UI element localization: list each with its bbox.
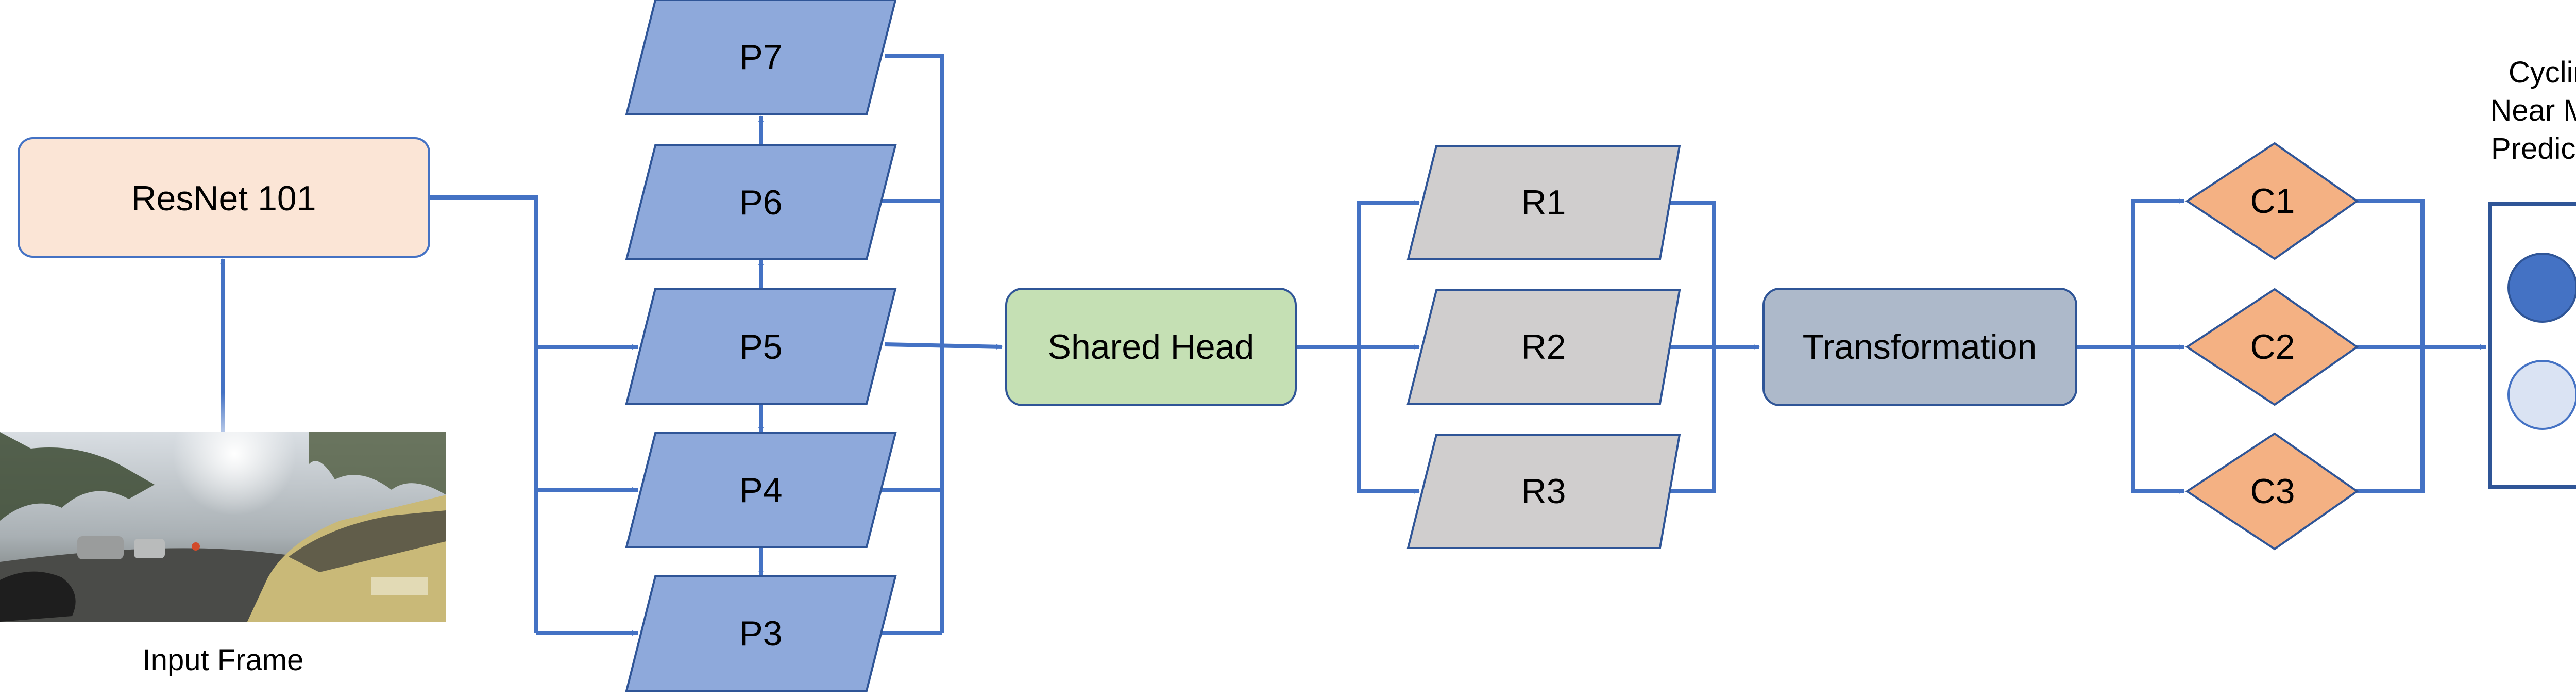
r1-label: R1 bbox=[1521, 183, 1566, 222]
feature-pyramid bbox=[625, 0, 897, 692]
region-r2 bbox=[1406, 289, 1681, 405]
p4-label: P4 bbox=[739, 471, 782, 510]
pyramid-level-p6 bbox=[625, 144, 897, 260]
output-empty-circle bbox=[2507, 360, 2576, 430]
classifier-c2 bbox=[2185, 288, 2359, 406]
connectors bbox=[220, 54, 2486, 636]
c2-label: C2 bbox=[2250, 327, 2295, 367]
transformation-block: Transformation bbox=[1762, 288, 2077, 406]
c3-label: C3 bbox=[2250, 472, 2295, 511]
c1-label: C1 bbox=[2250, 181, 2295, 221]
arrow-transform-to-c3 bbox=[2131, 347, 2185, 494]
resnet-block: ResNet 101 bbox=[18, 137, 430, 258]
r3-label: R3 bbox=[1521, 472, 1566, 511]
pyramid-level-p3 bbox=[625, 575, 897, 692]
output-title-line2: Near Miss bbox=[2490, 94, 2576, 127]
output-indicator-box bbox=[2488, 202, 2576, 489]
transformation-label: Transformation bbox=[1803, 327, 2037, 367]
output-title-line1: Cycling bbox=[2509, 56, 2576, 89]
p6-label: P6 bbox=[739, 183, 782, 222]
shared-head-block: Shared Head bbox=[1005, 288, 1297, 406]
arrow-bus-to-head bbox=[884, 342, 1003, 350]
region-r3 bbox=[1406, 434, 1681, 549]
r2-label: R2 bbox=[1521, 327, 1566, 367]
arrow-head-to-r3 bbox=[1357, 347, 1420, 494]
input-frame-caption: Input Frame bbox=[143, 643, 304, 677]
p3-label: P3 bbox=[739, 614, 782, 653]
shared-head-label: Shared Head bbox=[1048, 327, 1255, 367]
input-frame-image bbox=[0, 392, 446, 622]
pyramid-level-p7 bbox=[625, 0, 897, 115]
pyramid-level-p5 bbox=[625, 288, 897, 405]
resnet-label: ResNet 101 bbox=[131, 179, 316, 218]
output-filled-circle bbox=[2507, 253, 2576, 323]
p5-label: P5 bbox=[739, 327, 782, 367]
output-title-line3: Prediction bbox=[2491, 132, 2576, 165]
pyramid-level-p4 bbox=[625, 432, 897, 548]
arrow-head-to-r1 bbox=[1357, 200, 1420, 347]
classifiers bbox=[2185, 142, 2359, 551]
arrow-transform-to-c1 bbox=[2131, 198, 2185, 347]
region-r1 bbox=[1406, 145, 1681, 260]
p7-label: P7 bbox=[739, 38, 782, 77]
classifier-c1 bbox=[2185, 142, 2359, 260]
region-proposals bbox=[1406, 145, 1681, 549]
classifier-c3 bbox=[2185, 432, 2359, 551]
pyramid-bus-line bbox=[885, 54, 944, 633]
